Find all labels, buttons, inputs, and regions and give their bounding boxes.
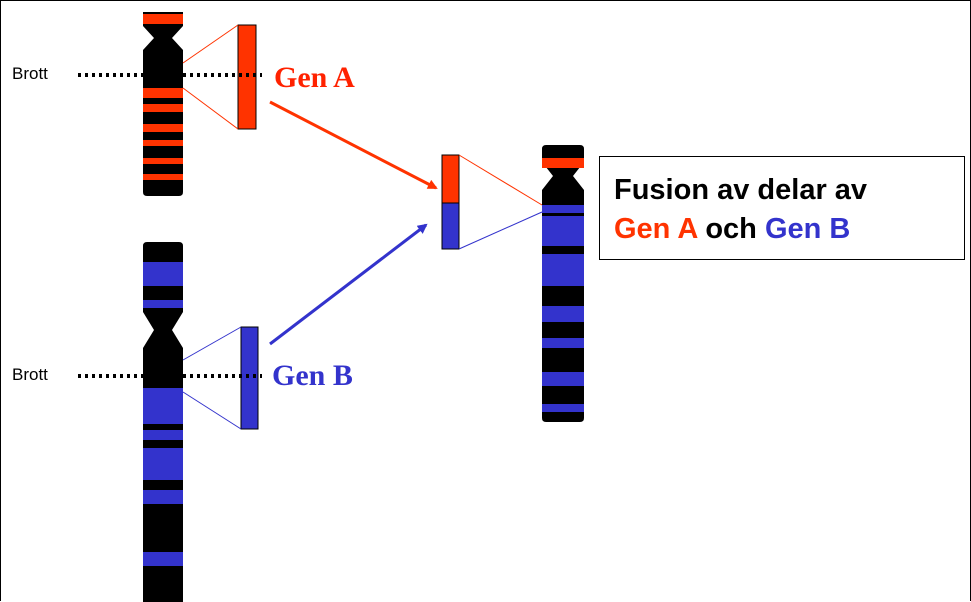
arrow-gene-b — [269, 223, 428, 346]
fusion-caption-line2: Gen A och Gen B — [614, 210, 964, 249]
gene-a-label: Gen A — [274, 61, 355, 94]
gene-b-segment — [182, 326, 259, 430]
fusion-caption-box: Fusion av delar av Gen A och Gen B — [599, 156, 965, 260]
break-label-top: Brott — [12, 64, 48, 83]
fusion-connector-text: och — [705, 213, 757, 245]
fusion-gene-a-text: Gen A — [614, 213, 698, 245]
fusion-gene-b-text: Gen B — [764, 213, 851, 245]
chromosome-a — [143, 12, 183, 196]
fusion-chromosome — [542, 145, 584, 422]
chromosome-b — [143, 242, 183, 602]
fused-gene-segment — [441, 154, 543, 250]
gene-b-label: Gen B — [272, 359, 353, 392]
arrow-gene-a — [269, 100, 438, 190]
fusion-caption-line1: Fusion av delar av — [614, 174, 868, 206]
break-label-bottom: Brott — [12, 365, 48, 384]
